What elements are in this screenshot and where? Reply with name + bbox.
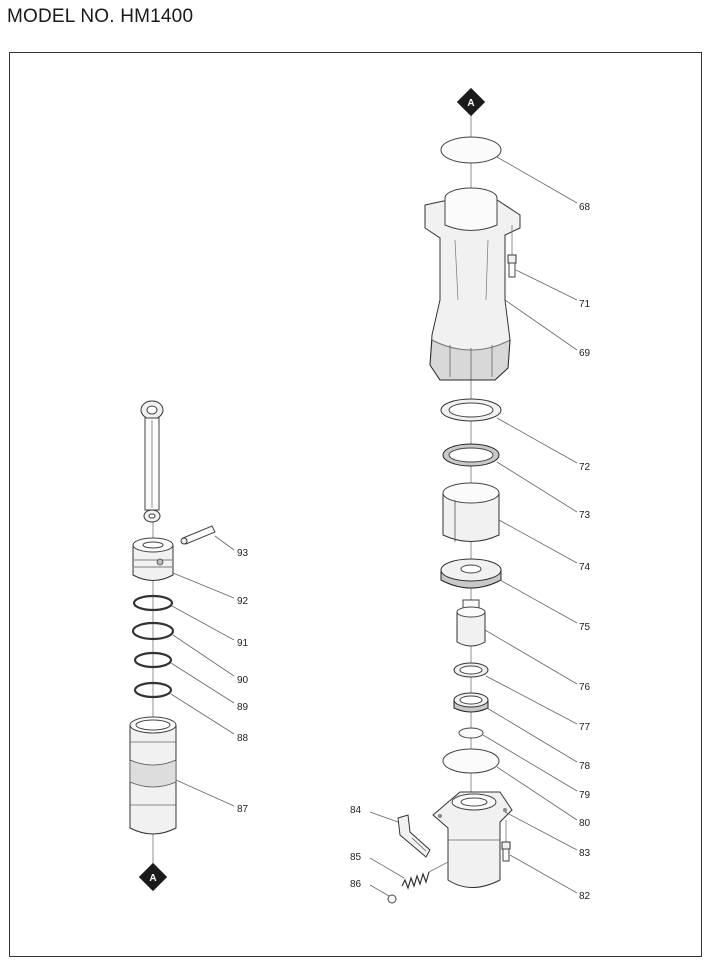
label-88: 88 — [237, 733, 249, 744]
leader-77 — [485, 675, 578, 725]
leader-82 — [509, 854, 578, 894]
leader-90 — [172, 634, 235, 677]
label-80: 80 — [579, 818, 591, 829]
part-connecting-rod — [140, 400, 164, 523]
leader-75 — [499, 579, 578, 624]
diagram-frame — [9, 52, 702, 957]
leader-88 — [170, 693, 235, 735]
label-82: 82 — [579, 891, 591, 902]
leader-76 — [484, 629, 578, 685]
leader-91 — [171, 605, 235, 641]
part-69-housing — [424, 187, 521, 381]
part-79-oring — [458, 727, 484, 739]
leader-84 — [369, 811, 399, 823]
model-title: MODEL NO. HM1400 — [7, 6, 194, 27]
label-71: 71 — [579, 299, 591, 310]
leader-89 — [170, 662, 235, 704]
part-77-ring — [453, 662, 489, 678]
leader-92 — [172, 572, 235, 599]
label-83: 83 — [579, 848, 591, 859]
part-74-sleeve — [442, 482, 500, 542]
part-86-ball — [387, 894, 397, 904]
label-85: 85 — [350, 852, 362, 863]
part-72-ring — [440, 398, 502, 422]
leader-74 — [498, 519, 578, 564]
leader-71 — [515, 269, 578, 301]
label-68: 68 — [579, 202, 591, 213]
label-72: 72 — [579, 462, 591, 473]
part-78-oring — [453, 692, 489, 713]
reference-marker-bottom: A — [138, 862, 168, 892]
leader-69 — [504, 299, 578, 351]
label-87: 87 — [237, 804, 249, 815]
part-73-ring — [442, 443, 500, 467]
leader-80 — [496, 766, 578, 821]
part-75-bushing — [440, 558, 502, 589]
label-75: 75 — [579, 622, 591, 633]
leader-79 — [482, 734, 578, 792]
leader-85 — [369, 857, 405, 879]
label-74: 74 — [579, 562, 591, 573]
svg-text:A: A — [467, 98, 474, 109]
part-88-ring — [133, 681, 173, 699]
label-90: 90 — [237, 675, 249, 686]
label-73: 73 — [579, 510, 591, 521]
label-78: 78 — [579, 761, 591, 772]
leader-72 — [496, 417, 578, 464]
part-89-ring — [133, 651, 173, 669]
part-68-disc — [440, 136, 502, 164]
part-90-ring — [131, 621, 175, 641]
part-92-piston — [132, 537, 174, 581]
leader-86 — [369, 884, 390, 897]
part-85-spring — [401, 861, 449, 890]
label-69: 69 — [579, 348, 591, 359]
part-83-lower-housing — [432, 791, 513, 888]
label-89: 89 — [237, 702, 249, 713]
part-71-bolt — [507, 225, 517, 278]
part-91-ring — [132, 594, 174, 612]
part-80-disc — [442, 748, 500, 774]
label-79: 79 — [579, 790, 591, 801]
part-87-cylinder — [129, 716, 177, 835]
part-93-pin — [180, 525, 216, 545]
label-86: 86 — [350, 879, 362, 890]
part-84-lever — [397, 814, 431, 858]
leader-93 — [214, 535, 235, 551]
label-92: 92 — [237, 596, 249, 607]
svg-text:A: A — [149, 873, 156, 884]
leader-78 — [486, 707, 578, 763]
reference-marker-top: A — [456, 87, 486, 117]
label-77: 77 — [579, 722, 591, 733]
leader-87 — [175, 779, 235, 807]
label-93: 93 — [237, 548, 249, 559]
part-82-bolt — [501, 820, 511, 862]
leader-68 — [496, 156, 578, 204]
label-76: 76 — [579, 682, 591, 693]
part-76-striker — [456, 599, 486, 647]
label-84: 84 — [350, 805, 362, 816]
leader-73 — [496, 461, 578, 513]
label-91: 91 — [237, 638, 249, 649]
leader-83 — [504, 811, 578, 851]
